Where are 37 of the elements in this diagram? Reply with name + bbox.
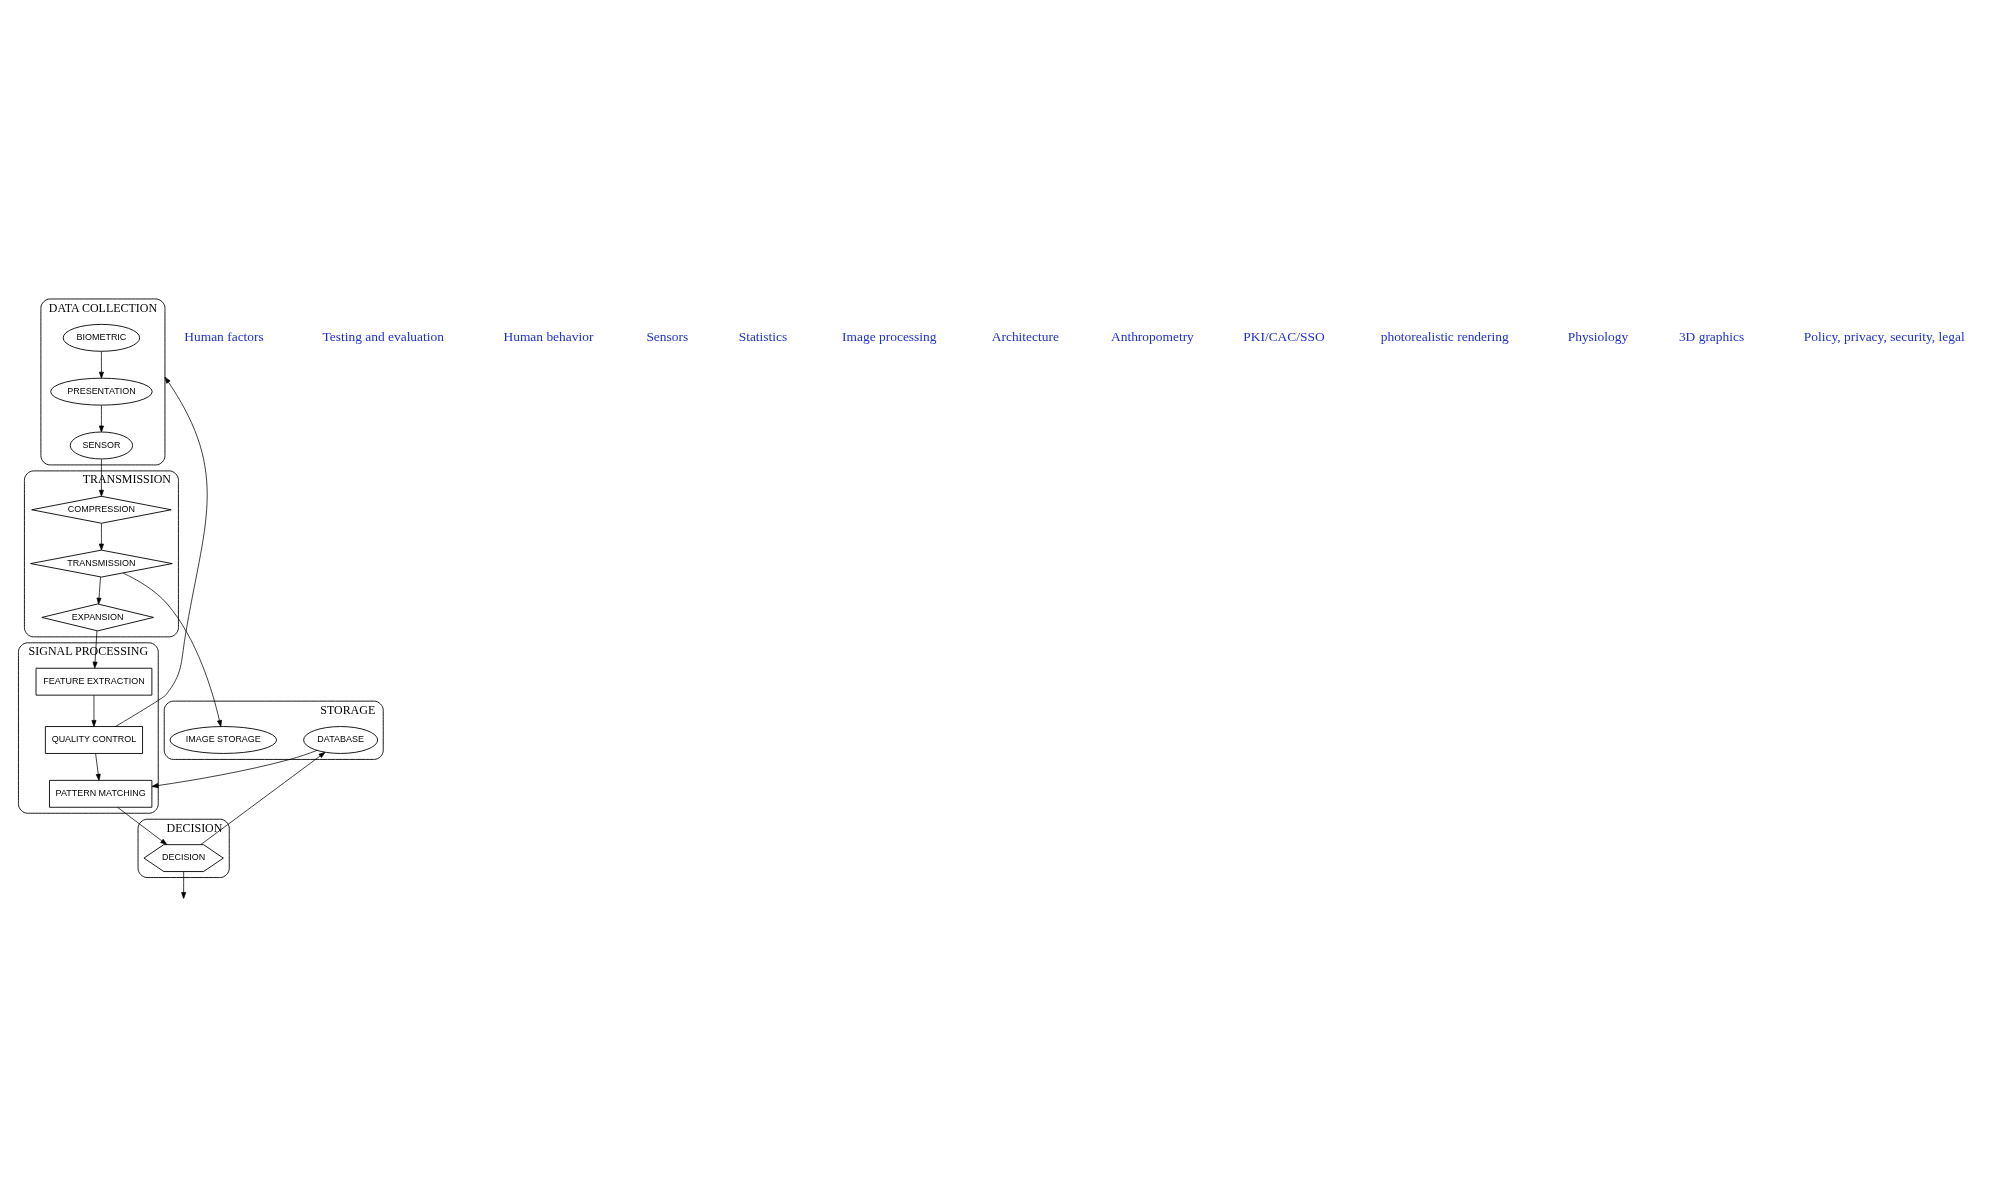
label: Human factors xyxy=(184,328,264,344)
arrow xyxy=(96,576,102,604)
arrow xyxy=(91,694,97,727)
node-diamond: TRANSMISSION xyxy=(30,549,173,577)
node-box: PATTERN MATCHING xyxy=(49,779,153,808)
arrow xyxy=(200,751,326,845)
node-ellipse: IMAGE STORAGE xyxy=(169,725,278,754)
arrow xyxy=(115,376,208,727)
arrow xyxy=(181,870,187,899)
arrow xyxy=(95,752,101,781)
node-ellipse: DATABASE xyxy=(303,725,379,754)
node-diamond: EXPANSION xyxy=(41,603,154,631)
label: 3D graphics xyxy=(1678,328,1745,344)
node-ellipse: PRESENTATION xyxy=(50,377,153,406)
arrow xyxy=(122,572,222,727)
node-diamond: COMPRESSION xyxy=(31,495,172,524)
node-ellipse: BIOMETRIC xyxy=(62,323,141,352)
label: Statistics xyxy=(738,328,788,344)
label: Testing and evaluation xyxy=(322,328,444,344)
label: Policy, privacy, security, legal xyxy=(1803,328,1965,344)
arrow xyxy=(98,404,104,432)
label: photorealistic rendering xyxy=(1380,328,1509,344)
label: Physiology xyxy=(1567,328,1629,344)
node-ellipse: SENSOR xyxy=(69,431,134,459)
label: Human behavior xyxy=(503,328,594,344)
arrow xyxy=(117,806,168,845)
label: Anthropometry xyxy=(1111,328,1194,344)
arrow xyxy=(151,749,318,788)
arrow xyxy=(98,350,104,378)
label: Sensors xyxy=(646,328,689,344)
label: Image processing xyxy=(842,328,937,344)
label: PKI/CAC/SSO xyxy=(1243,328,1325,344)
label: Architecture xyxy=(991,328,1059,344)
arrow xyxy=(98,522,104,550)
node-box: QUALITY CONTROL xyxy=(44,725,143,754)
arrow xyxy=(92,630,98,668)
node-box: FEATURE EXTRACTION xyxy=(35,667,153,696)
